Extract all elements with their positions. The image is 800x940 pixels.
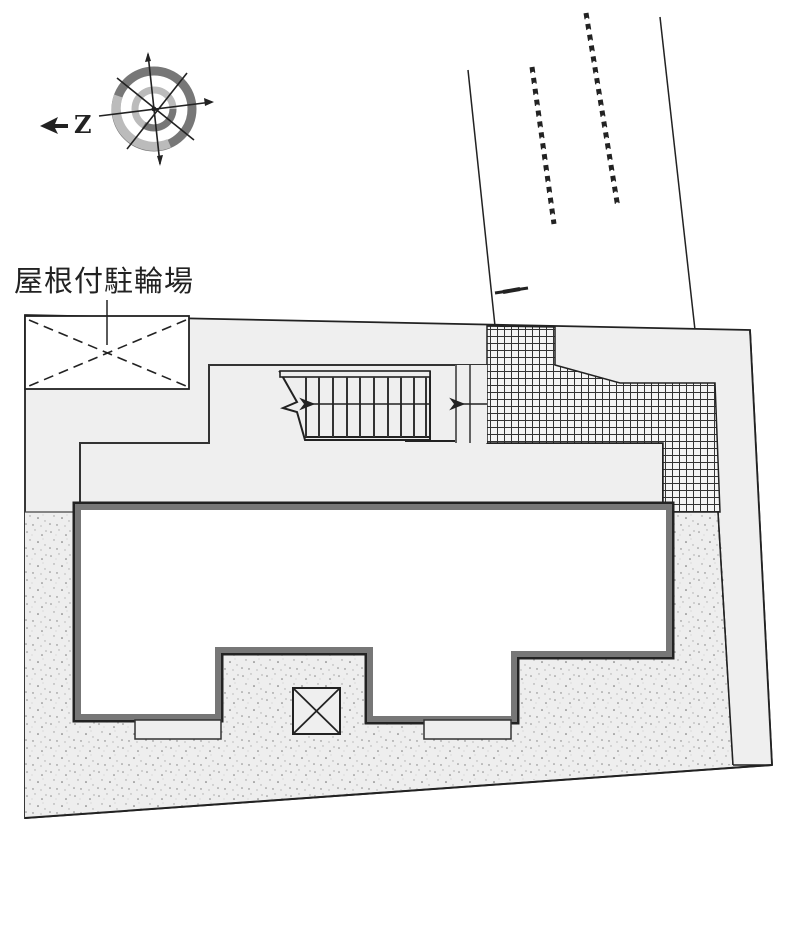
bicycle-parking-label: 屋根付駐輪場 bbox=[14, 264, 195, 298]
balcony-right bbox=[423, 719, 512, 740]
entrance-paving bbox=[486, 325, 721, 513]
corridor-outline bbox=[79, 364, 487, 505]
north-letter: Z bbox=[74, 110, 92, 139]
building bbox=[72, 501, 675, 725]
staircase[interactable] bbox=[278, 365, 487, 443]
road-lines bbox=[467, 12, 696, 331]
shaft-box bbox=[292, 687, 341, 735]
balcony-left bbox=[134, 719, 222, 740]
north-arrow-icon: Z bbox=[40, 110, 92, 139]
compass-rose-icon bbox=[98, 52, 214, 166]
bicycle-parking-area bbox=[24, 300, 190, 390]
